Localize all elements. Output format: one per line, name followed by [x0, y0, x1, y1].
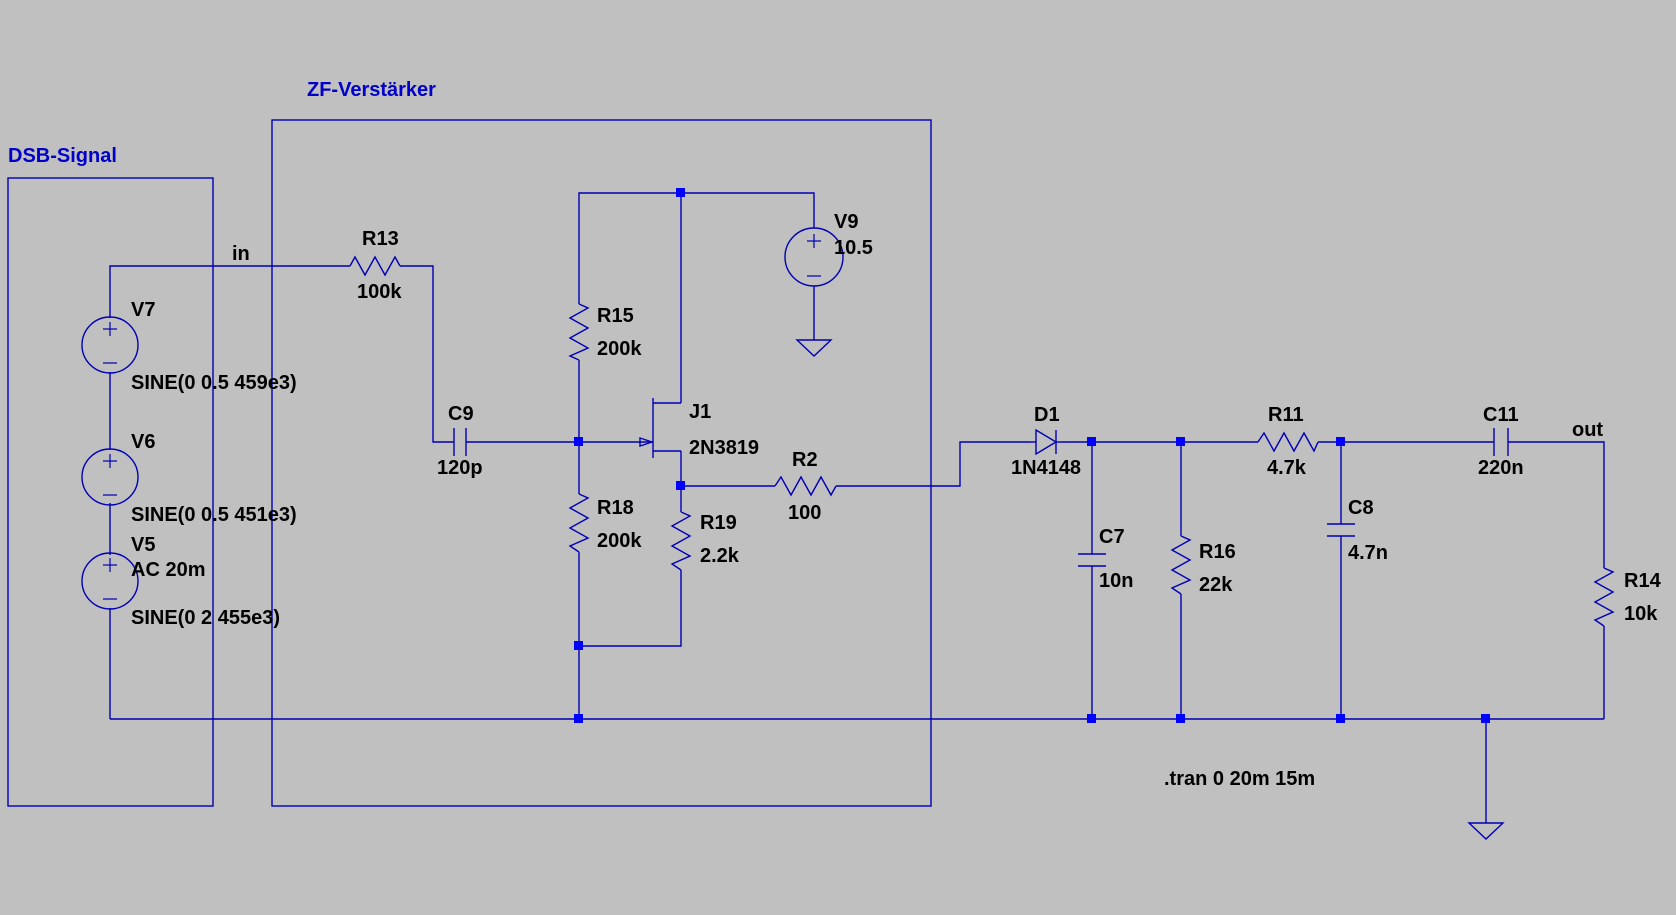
- c11-value: 220n: [1478, 457, 1524, 479]
- spice-directive: .tran 0 20m 15m: [1164, 768, 1315, 790]
- capacitor-c8-symbol: [1327, 523, 1355, 537]
- v5-name: V5: [131, 534, 155, 556]
- v9-value: 10.5: [834, 237, 873, 259]
- resistor-r11-symbol: [1257, 431, 1319, 453]
- c7-value: 10n: [1099, 570, 1133, 592]
- net-label-out: out: [1572, 419, 1603, 441]
- wires: [109, 192, 1605, 823]
- c8-name: C8: [1348, 497, 1374, 519]
- resistor-r14-symbol: [1593, 567, 1615, 627]
- resistor-r19-symbol: [670, 511, 692, 571]
- v7-name: V7: [131, 299, 155, 321]
- resistor-r13-symbol: [349, 255, 401, 277]
- v6-name: V6: [131, 431, 155, 453]
- v5-ac-value: AC 20m: [131, 559, 205, 581]
- r16-value: 22k: [1199, 574, 1233, 596]
- voltage-source-v6-symbol: [81, 448, 139, 506]
- capacitor-c9-symbol: [453, 428, 467, 456]
- net-label-in: in: [232, 243, 250, 265]
- r19-name: R19: [700, 512, 737, 534]
- d1-name: D1: [1034, 404, 1060, 426]
- j1-name: J1: [689, 401, 711, 423]
- ground-symbol-main: [1467, 822, 1505, 840]
- dsb-signal-title: DSB-Signal: [8, 145, 117, 167]
- dsb-signal-frame: [7, 177, 214, 807]
- r11-name: R11: [1268, 404, 1304, 426]
- voltage-source-v5-symbol: [81, 552, 139, 610]
- v5-value: SINE(0 2 455e3): [131, 607, 280, 629]
- jfet-j1-symbol: [639, 398, 681, 458]
- r2-value: 100: [788, 502, 821, 524]
- r2-name: R2: [792, 449, 818, 471]
- v9-name: V9: [834, 211, 858, 233]
- r19-value: 2.2k: [700, 545, 740, 567]
- resistor-r16-symbol: [1170, 535, 1192, 595]
- resistor-r18-symbol: [568, 493, 590, 553]
- v6-value: SINE(0 0.5 451e3): [131, 504, 297, 526]
- resistor-r2-symbol: [774, 475, 837, 497]
- c9-value: 120p: [437, 457, 483, 479]
- zf-verstaerker-frame: [271, 119, 932, 807]
- c7-name: C7: [1099, 526, 1125, 548]
- r13-name: R13: [362, 228, 399, 250]
- r18-name: R18: [597, 497, 634, 519]
- j1-value: 2N3819: [689, 437, 759, 459]
- resistor-r15-symbol: [568, 303, 590, 361]
- c11-name: C11: [1483, 404, 1519, 426]
- voltage-source-v9-symbol: [784, 227, 844, 287]
- voltage-source-v7-symbol: [81, 316, 139, 374]
- r11-value: 4.7k: [1267, 457, 1307, 479]
- diode-d1-symbol: [1030, 428, 1060, 456]
- r15-value: 200k: [597, 338, 642, 360]
- r16-name: R16: [1199, 541, 1236, 563]
- r14-name: R14: [1624, 570, 1662, 592]
- ground-symbol-v9: [795, 339, 833, 357]
- r15-name: R15: [597, 305, 634, 327]
- zf-verstaerker-title: ZF-Verstärker: [307, 79, 436, 101]
- junctions: [574, 188, 1490, 723]
- capacitor-c7-symbol: [1078, 553, 1106, 567]
- d1-value: 1N4148: [1011, 457, 1081, 479]
- r13-value: 100k: [357, 281, 402, 303]
- capacitor-c11-symbol: [1493, 428, 1509, 456]
- c8-value: 4.7n: [1348, 542, 1388, 564]
- c9-name: C9: [448, 403, 474, 425]
- v7-value: SINE(0 0.5 459e3): [131, 372, 297, 394]
- r14-value: 10k: [1624, 603, 1658, 625]
- r18-value: 200k: [597, 530, 642, 552]
